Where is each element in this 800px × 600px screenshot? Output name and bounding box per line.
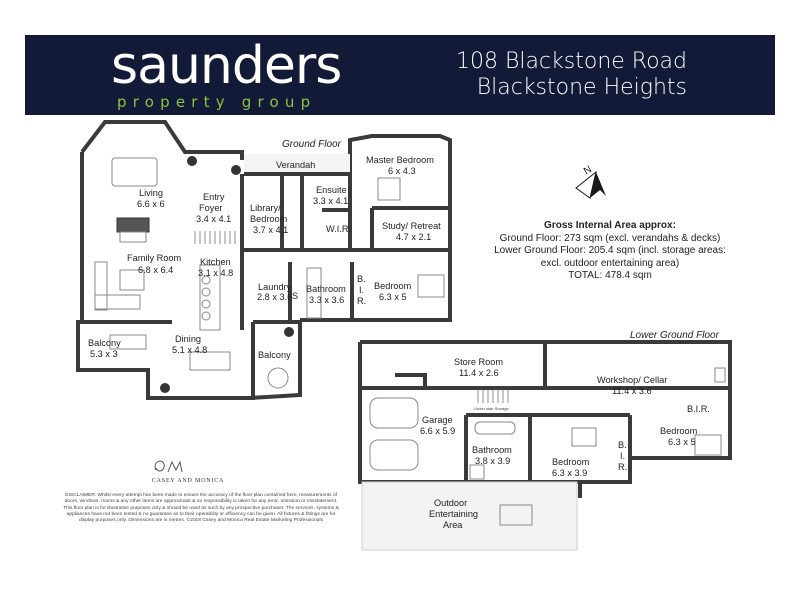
bir-g-r: R. bbox=[357, 296, 366, 306]
library-name-2: Bedroom bbox=[250, 214, 288, 224]
outdoor-area-floor bbox=[361, 481, 578, 551]
family-room-dim: 6.8 x 6.4 bbox=[138, 265, 173, 275]
kitchen-name: Kitchen bbox=[200, 257, 231, 267]
foyer-name: Foyer bbox=[199, 203, 223, 213]
dining-name: Dining bbox=[175, 334, 201, 344]
verandah-label: Verandah bbox=[276, 160, 315, 170]
gross-area-line-4: TOTAL: 478.4 sqm bbox=[568, 270, 652, 281]
plant-icon bbox=[187, 156, 197, 166]
disclaimer-text: DISCLAIMER: Whilst every attempt has bee… bbox=[63, 493, 339, 524]
ground-floor-title: Ground Floor bbox=[282, 139, 342, 150]
plant-icon bbox=[231, 165, 241, 175]
bathroom-g-name: Bathroom bbox=[306, 284, 346, 294]
ensuite-name: Ensuite bbox=[316, 185, 347, 195]
bir-l-label: B.I.R. bbox=[687, 404, 710, 414]
balcony-s-name: Balcony bbox=[258, 350, 291, 360]
plant-icon bbox=[160, 383, 170, 393]
entry-dim: 3.4 x 4.1 bbox=[196, 214, 231, 224]
bir-l2-r: R. bbox=[618, 462, 627, 472]
compass-icon: N bbox=[575, 164, 606, 199]
agency-logo-name: CASEY AND MONICA bbox=[151, 478, 225, 484]
address-line-2: Blackstone Heights bbox=[476, 75, 687, 100]
furniture bbox=[94, 157, 726, 526]
header-banner: saunders property group 108 Blackstone R… bbox=[25, 35, 775, 115]
store-room-name: Store Room bbox=[454, 357, 503, 367]
bedroom-l1-name: Bedroom bbox=[552, 457, 590, 467]
family-room-name: Family Room bbox=[127, 253, 181, 263]
outdoor-name-3: Area bbox=[443, 520, 463, 530]
plants bbox=[160, 156, 294, 393]
bir-l2-i: I. bbox=[620, 451, 625, 461]
outdoor-name-1: Outdoor bbox=[434, 498, 467, 508]
kitchen-dim: 3.1 x 4.8 bbox=[198, 268, 233, 278]
ensuite-dim: 3.3 x 4.1 bbox=[313, 196, 348, 206]
outdoor-name-2: Entertaining bbox=[429, 509, 478, 519]
gross-area-block: Gross Internal Area approx: Ground Floor… bbox=[460, 220, 760, 283]
verandah-floor bbox=[244, 154, 350, 172]
store-room-dim: 11.4 x 2.6 bbox=[459, 368, 499, 378]
bathroom-l-dim: 3.8 x 3.9 bbox=[475, 456, 510, 466]
bir-g-label: B. I. R. bbox=[357, 274, 368, 306]
workshop-name: Workshop/ Cellar bbox=[597, 375, 667, 385]
garage-dim: 6.6 x 5.9 bbox=[420, 426, 455, 436]
library-dim: 3.7 x 4.1 bbox=[253, 225, 288, 235]
agency-logo: CASEY AND MONICA bbox=[148, 452, 228, 492]
laundry-name: Laundry bbox=[258, 282, 292, 292]
laundry-dim: 2.8 x 3.6 bbox=[257, 292, 292, 302]
bedroom-l1-dim: 6.3 x 3.9 bbox=[552, 468, 587, 478]
gross-area-line-3: excl. outdoor entertaining area) bbox=[540, 257, 680, 269]
bir-l2-label: B. I. R. bbox=[618, 440, 629, 472]
bedroom-g-dim: 6.3 x 5 bbox=[379, 292, 407, 302]
living-name: Living bbox=[139, 188, 163, 198]
master-bedroom-dim: 6 x 4.3 bbox=[388, 166, 416, 176]
garage-name: Garage bbox=[422, 415, 453, 425]
wir-label: W.I.R. bbox=[326, 224, 351, 234]
bir-g-i: I. bbox=[359, 285, 364, 295]
brand-subtitle: property group bbox=[117, 93, 317, 111]
workshop-dim: 11.4 x 3.6 bbox=[612, 386, 652, 396]
study-dim: 4.7 x 2.1 bbox=[396, 232, 431, 242]
laundry-s-label: S bbox=[292, 291, 298, 301]
agency-logo-mark bbox=[154, 460, 183, 473]
lower-floor-walls bbox=[358, 340, 732, 498]
entry-name: Entry bbox=[203, 192, 225, 202]
under-stair-label: Under stair Storage bbox=[474, 406, 509, 411]
living-dim: 6.6 x 6 bbox=[137, 199, 165, 209]
master-bedroom-name: Master Bedroom bbox=[366, 155, 434, 165]
gross-area-line-2: Lower Ground Floor: 205.4 sqm (incl. sto… bbox=[494, 245, 726, 256]
study-name: Study/ Retreat bbox=[382, 221, 441, 231]
stairs bbox=[194, 231, 509, 403]
dining-dim: 5.1 x 4.8 bbox=[172, 345, 207, 355]
gross-area-heading: Gross Internal Area approx: bbox=[544, 220, 676, 231]
gross-area-line-1: Ground Floor: 273 sqm (excl. verandahs &… bbox=[499, 232, 721, 244]
address-line-1: 108 Blackstone Road bbox=[455, 49, 687, 74]
bedroom-g-name: Bedroom bbox=[374, 281, 412, 291]
lower-floor-title: Lower Ground Floor bbox=[630, 330, 720, 341]
brand-name: saunders bbox=[111, 36, 342, 96]
bathroom-l-name: Bathroom bbox=[472, 445, 512, 455]
bir-g-b: B. bbox=[357, 274, 366, 284]
bir-l2-b: B. bbox=[618, 440, 627, 450]
ground-floor-walls bbox=[76, 120, 452, 400]
balcony-w-name: Balcony bbox=[88, 338, 121, 348]
compass-north-label: N bbox=[582, 164, 594, 177]
bedroom-l2-dim: 6.3 x 5 bbox=[668, 437, 696, 447]
bathroom-g-dim: 3.3 x 3.6 bbox=[309, 295, 344, 305]
plant-icon bbox=[284, 327, 294, 337]
library-name: Library/ bbox=[250, 203, 281, 213]
bedroom-l2-name: Bedroom bbox=[660, 426, 698, 436]
balcony-w-dim: 5.3 x 3 bbox=[90, 349, 118, 359]
